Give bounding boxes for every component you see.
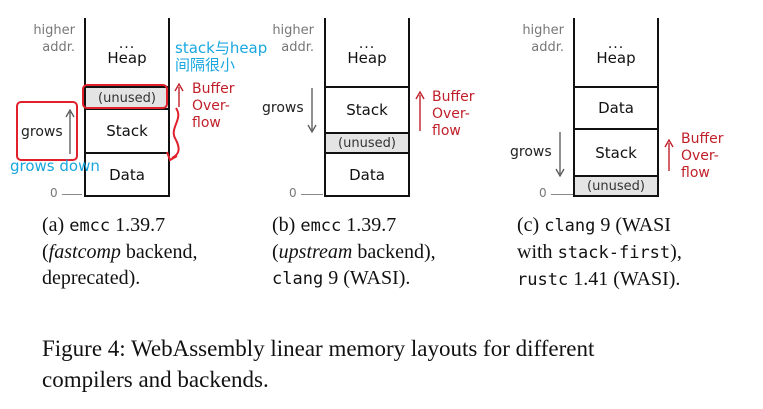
data-cell: Data xyxy=(326,152,408,195)
unused-cell: (unused) xyxy=(575,175,657,195)
higher-addr-label: higher addr. xyxy=(272,23,314,55)
heap-cell: ... Heap xyxy=(107,35,147,67)
zero-tick xyxy=(301,194,323,195)
grows-arrow-icon xyxy=(65,108,75,154)
zero-label: 0 xyxy=(539,186,547,200)
stack-cell: Stack xyxy=(575,128,657,175)
zero-label: 0 xyxy=(50,186,58,200)
grows-label: grows xyxy=(21,124,63,140)
overflow-arrow-icon xyxy=(664,138,674,171)
higher-addr-label: higher addr. xyxy=(522,23,564,55)
caption-a: (a) emcc 1.39.7 (fastcomp backend, depre… xyxy=(42,214,198,289)
grows-highlight-box xyxy=(16,101,78,161)
zero-tick xyxy=(551,194,573,195)
grows-label: grows xyxy=(262,100,304,116)
gap-annotation: stack与heap 间隔很小 xyxy=(175,39,268,74)
heap-cell: ... Heap xyxy=(596,35,636,67)
grows-down-annotation: grows down xyxy=(10,157,100,175)
stack-cell: Stack xyxy=(326,86,408,132)
data-cell: Data xyxy=(575,86,657,128)
memory-column: ... Heap Stack (unused) Data xyxy=(324,18,410,197)
annotation-curve-arrow-icon xyxy=(166,107,180,162)
memory-column: ... Heap (unused) Stack Data xyxy=(84,18,170,197)
unused-cell: (unused) xyxy=(86,86,168,108)
grows-arrow-icon xyxy=(555,132,565,178)
caption-c: (c) clang 9 (WASI with stack-first), rus… xyxy=(517,214,682,290)
buffer-overflow-label: Buffer Over- flow xyxy=(432,89,475,139)
overflow-arrow-icon xyxy=(174,82,184,107)
figure-caption: Figure 4: WebAssembly linear memory layo… xyxy=(42,336,595,392)
grows-arrow-icon xyxy=(307,88,317,134)
zero-label: 0 xyxy=(289,186,297,200)
buffer-overflow-label: Buffer Over- flow xyxy=(192,81,235,131)
zero-tick xyxy=(62,194,82,195)
heap-cell: ... Heap xyxy=(347,35,387,67)
grows-label: grows xyxy=(510,144,552,160)
buffer-overflow-label: Buffer Over- flow xyxy=(681,131,724,181)
data-cell: Data xyxy=(86,152,168,195)
stack-cell: Stack xyxy=(86,108,168,152)
unused-highlight-box xyxy=(82,84,168,109)
memory-column: ... Heap Data Stack (unused) xyxy=(573,18,659,197)
higher-addr-label: higher addr. xyxy=(33,23,75,55)
unused-cell: (unused) xyxy=(326,132,408,152)
caption-b: (b) emcc 1.39.7 (upstream backend), clan… xyxy=(272,214,436,289)
overflow-arrow-icon xyxy=(415,90,425,131)
